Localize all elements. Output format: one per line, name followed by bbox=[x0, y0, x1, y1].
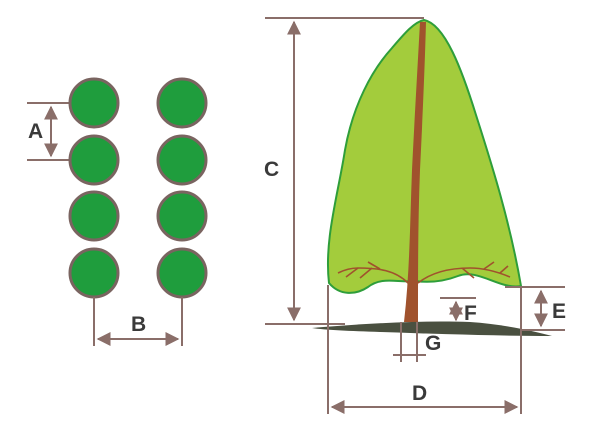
tree-circle-right-2 bbox=[156, 134, 208, 186]
tree-circle-left-3 bbox=[68, 190, 120, 242]
label-e: E bbox=[552, 300, 566, 323]
lower-branches bbox=[337, 261, 511, 284]
tree-circle-right-1 bbox=[156, 77, 208, 129]
label-a: A bbox=[28, 120, 43, 143]
tree-rows-plan-view: A B bbox=[27, 77, 208, 346]
tree-side-view: C E F G bbox=[264, 17, 566, 414]
tree-trunk bbox=[404, 22, 426, 322]
ground-shadow bbox=[312, 321, 552, 336]
tree-circle-right-4 bbox=[156, 247, 208, 299]
tree-canopy bbox=[326, 18, 523, 294]
tree-circle-left-2 bbox=[68, 134, 120, 186]
label-d: D bbox=[412, 382, 427, 405]
tree-circle-left-4 bbox=[68, 247, 120, 299]
label-c: C bbox=[264, 158, 279, 181]
tree-circle-right-3 bbox=[156, 190, 208, 242]
tree-circle-left-1 bbox=[68, 77, 120, 129]
label-f: F bbox=[464, 302, 477, 325]
label-b: B bbox=[131, 313, 146, 336]
label-g: G bbox=[425, 332, 441, 355]
